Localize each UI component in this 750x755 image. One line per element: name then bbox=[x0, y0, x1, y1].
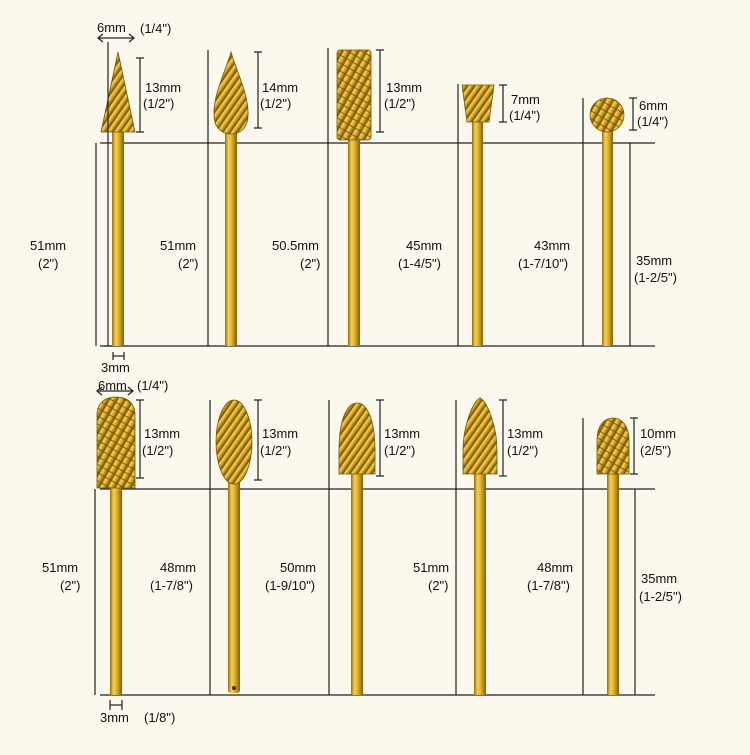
bottom-bit-1-head-imperial: (1/2") bbox=[142, 443, 173, 458]
top-bit-1-total-imperial: (2") bbox=[38, 256, 59, 271]
bottom-bit-5-total-metric: 48mm bbox=[537, 560, 573, 575]
top-bit-3-cylinder bbox=[336, 49, 372, 346]
top-bit-2-head-imperial: (1/2") bbox=[260, 96, 291, 111]
top-bit-3-dimensions: 13mm (1/2") 50.5mm (2") bbox=[272, 48, 422, 346]
bottom-bit-2-total-metric: 48mm bbox=[160, 560, 196, 575]
bottom-bit-4-head-metric: 13mm bbox=[507, 426, 543, 441]
top-header-metric: 6mm bbox=[97, 20, 126, 35]
bottom-header-imperial: (1/4") bbox=[137, 378, 168, 393]
top-bit-5-total-imperial: (1-7/10") bbox=[518, 256, 568, 271]
top-bit-2-flame bbox=[213, 50, 249, 346]
bottom-shank-label: 3mm bbox=[100, 710, 129, 725]
bottom-bit-4-total-imperial: (2") bbox=[428, 578, 449, 593]
top-bit-3-head-metric: 13mm bbox=[386, 80, 422, 95]
bottom-bit-1-cylinder-round bbox=[96, 396, 136, 695]
bottom-bit-5-head-imperial: (2/5") bbox=[640, 443, 671, 458]
top-bit-4-head-metric: 7mm bbox=[511, 92, 540, 107]
bottom-bit-2-total-imperial: (1-7/8") bbox=[150, 578, 193, 593]
top-bit-3-head-imperial: (1/2") bbox=[384, 96, 415, 111]
bottom-bit-5-dimensions: 10mm (2/5") 48mm (1-7/8") 35mm (1-2/5") bbox=[527, 417, 682, 695]
top-bit-5-total-metric: 43mm bbox=[534, 238, 570, 253]
top-bit-5-ball bbox=[589, 97, 625, 346]
bottom-bit-2-head-metric: 13mm bbox=[262, 426, 298, 441]
bottom-bit-3-head-imperial: (1/2") bbox=[384, 443, 415, 458]
top-bit-4-total-metric: 45mm bbox=[406, 238, 442, 253]
top-shank-diameter-dimension: 3mm bbox=[101, 352, 130, 375]
bottom-bit-2-oval bbox=[215, 399, 253, 693]
top-bit-4-inverted-cone bbox=[461, 84, 495, 346]
bottom-header-width-dimension: 6mm (1/4") bbox=[96, 378, 168, 396]
bottom-bit-1-total-metric: 51mm bbox=[42, 560, 78, 575]
top-bit-5-head-metric: 6mm bbox=[639, 98, 668, 113]
bottom-bit-2-head-imperial: (1/2") bbox=[260, 443, 291, 458]
bottom-bit-4-total-metric: 51mm bbox=[413, 560, 449, 575]
top-bit-1-total-metric: 51mm bbox=[30, 238, 66, 253]
bottom-bit-1-dimensions: 13mm (1/2") 51mm (2") bbox=[42, 399, 180, 695]
bottom-shank-metric: 35mm bbox=[641, 571, 677, 586]
top-bit-2-total-metric: 51mm bbox=[160, 238, 196, 253]
top-shank-imperial: (1-2/5") bbox=[634, 270, 677, 285]
bottom-bit-1-head-metric: 13mm bbox=[144, 426, 180, 441]
top-bit-3-total-metric: 50.5mm bbox=[272, 238, 319, 253]
top-bit-1-dimensions: 13mm (1/2") 51mm (2") bbox=[30, 42, 181, 347]
bottom-shank-imperial: (1-2/5") bbox=[639, 589, 682, 604]
top-shank-metric: 35mm bbox=[636, 253, 672, 268]
bottom-header-metric: 6mm bbox=[98, 378, 127, 393]
bottom-bit-5-total-imperial: (1-7/8") bbox=[527, 578, 570, 593]
top-bit-5-head-imperial: (1/4") bbox=[637, 114, 668, 129]
top-bit-4-dimensions: 7mm (1/4") 45mm (1-4/5") bbox=[398, 84, 540, 346]
top-shank-label: 3mm bbox=[101, 360, 130, 375]
bottom-shank-diameter-dimension: 3mm (1/8") bbox=[100, 700, 175, 725]
bottom-bit-2-dimensions: 13mm (1/2") 48mm (1-7/8") bbox=[150, 399, 298, 695]
top-bit-1-head-imperial: (1/2") bbox=[143, 96, 174, 111]
bottom-bit-3-total-imperial: (1-9/10") bbox=[265, 578, 315, 593]
top-bit-1-head-metric: 13mm bbox=[145, 80, 181, 95]
bottom-bit-4-dimensions: 13mm (1/2") 51mm (2") bbox=[413, 399, 543, 695]
top-bit-1-cone bbox=[100, 51, 136, 346]
top-bit-5-dimensions: 6mm (1/4") 43mm (1-7/10") 35mm (1-2/5") bbox=[518, 97, 677, 346]
bottom-bit-4-head-imperial: (1/2") bbox=[507, 443, 538, 458]
top-bit-4-head-imperial: (1/4") bbox=[509, 108, 540, 123]
top-bit-3-total-imperial: (2") bbox=[300, 256, 321, 271]
bottom-bit-3-tree bbox=[338, 402, 376, 695]
bottom-bit-4-tree-pointed bbox=[462, 397, 498, 695]
bottom-shank-imperial-label: (1/8") bbox=[144, 710, 175, 725]
bottom-bit-1-total-imperial: (2") bbox=[60, 578, 81, 593]
top-bit-2-head-metric: 14mm bbox=[262, 80, 298, 95]
bottom-bit-5-oval-small bbox=[596, 417, 630, 695]
top-bit-4-total-imperial: (1-4/5") bbox=[398, 256, 441, 271]
bottom-bit-3-total-metric: 50mm bbox=[280, 560, 316, 575]
bottom-bit-5-head-metric: 10mm bbox=[640, 426, 676, 441]
top-bit-2-total-imperial: (2") bbox=[178, 256, 199, 271]
top-header-width-dimension: 6mm (1/4") bbox=[97, 20, 171, 43]
top-header-imperial: (1/4") bbox=[140, 21, 171, 36]
bottom-bit-3-head-metric: 13mm bbox=[384, 426, 420, 441]
top-bit-2-dimensions: 14mm (1/2") 51mm (2") bbox=[160, 50, 298, 346]
bottom-bit-3-dimensions: 13mm (1/2") 50mm (1-9/10") bbox=[265, 399, 420, 695]
